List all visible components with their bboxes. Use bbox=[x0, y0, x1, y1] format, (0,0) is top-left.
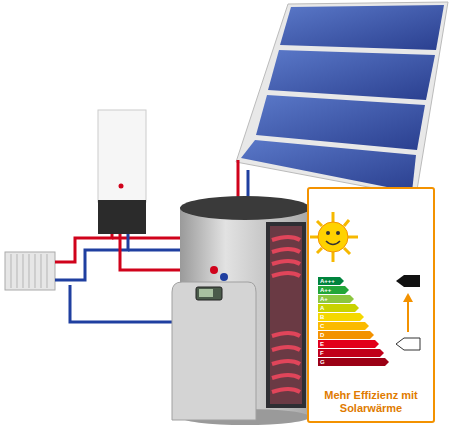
energy-label-card: Mehr Effizienz mit Solarwärme bbox=[307, 187, 435, 423]
energy-class-letter: A+ bbox=[320, 295, 328, 303]
energy-class-letter: A bbox=[320, 304, 324, 312]
radiator bbox=[5, 252, 55, 290]
improvement-arrow bbox=[403, 293, 413, 332]
energy-class-letter: D bbox=[320, 331, 324, 339]
energy-class-letter: E bbox=[320, 340, 324, 348]
rating-arrow bbox=[396, 338, 420, 350]
energy-class-letter: B bbox=[320, 313, 324, 321]
sun-mascot bbox=[310, 212, 358, 262]
energy-class-letter: F bbox=[320, 349, 324, 357]
solar-collector bbox=[236, 2, 448, 196]
energy-class-letter: A++ bbox=[320, 286, 331, 294]
rating-arrow bbox=[396, 275, 420, 287]
energy-class-letter: C bbox=[320, 322, 324, 330]
label-card-background bbox=[307, 187, 435, 423]
label-slogan: Mehr Effizienz mit Solarwärme bbox=[323, 389, 419, 415]
energy-class-letter: G bbox=[320, 358, 325, 366]
gas-boiler bbox=[98, 110, 146, 234]
energy-class-letter: A+++ bbox=[320, 277, 335, 285]
storage-tank bbox=[172, 196, 310, 425]
energy-bars bbox=[318, 277, 389, 366]
